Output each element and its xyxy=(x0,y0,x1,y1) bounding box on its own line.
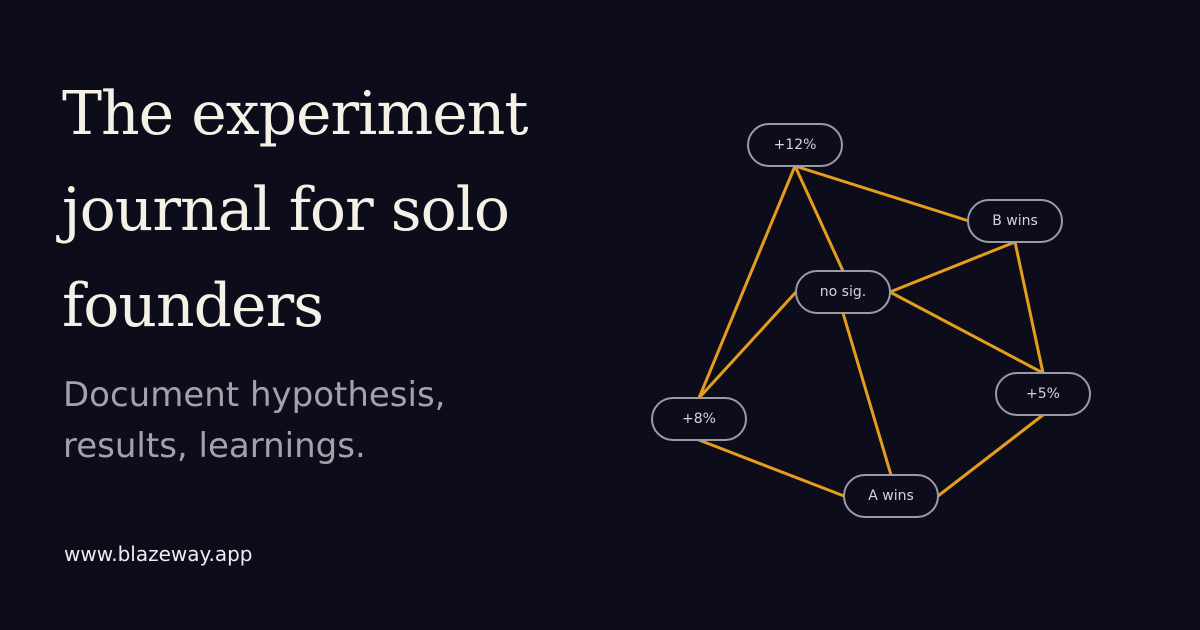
headline-line-3: founders xyxy=(62,271,324,341)
graph-node-awins: A wins xyxy=(843,474,939,518)
graph-node-bwins: B wins xyxy=(967,199,1063,243)
graph-edges xyxy=(697,164,1045,498)
graph-node-nosig: no sig. xyxy=(795,270,891,314)
subtitle: Document hypothesis, results, learnings. xyxy=(63,370,583,472)
headline-line-1: The experiment xyxy=(62,79,529,149)
graph-node-n12: +12% xyxy=(747,123,843,167)
graph-node-box xyxy=(795,270,891,314)
graph-node-box xyxy=(747,123,843,167)
graph-node-label: +12% xyxy=(774,137,817,153)
graph-edge-bwins-nosig xyxy=(888,240,1017,294)
graph-node-label: A wins xyxy=(868,488,914,504)
subtitle-line-1: Document hypothesis, xyxy=(63,375,446,415)
graph-node-n8: +8% xyxy=(651,397,747,441)
graph-node-box xyxy=(843,474,939,518)
graph-edge-n12-nosig xyxy=(793,164,845,273)
headline: The experiment journal for solo founders xyxy=(62,66,602,354)
graph-edge-bwins-n5 xyxy=(1013,240,1045,375)
graph-edge-n12-n8 xyxy=(697,164,797,400)
graph-node-label: no sig. xyxy=(820,284,866,300)
headline-line-2: journal for solo xyxy=(62,175,510,245)
graph-node-label: B wins xyxy=(992,213,1038,229)
graph-edge-n12-bwins xyxy=(793,164,971,223)
graph-edge-nosig-awins xyxy=(841,311,893,477)
graph-edge-awins-n5 xyxy=(936,413,1045,498)
graph-nodes: +12% B wins no sig. +5% +8% A wins xyxy=(651,123,1091,518)
graph-edge-nosig-n8 xyxy=(697,290,798,400)
graph-edge-n8-awins xyxy=(697,438,846,498)
graph-node-box xyxy=(967,199,1063,243)
graph-node-box xyxy=(651,397,747,441)
graph-node-n5: +5% xyxy=(995,372,1091,416)
graph-node-box xyxy=(995,372,1091,416)
graph-node-label: +5% xyxy=(1026,386,1060,402)
site-url: www.blazeway.app xyxy=(64,542,253,566)
graph-node-label: +8% xyxy=(682,411,716,427)
graph-edge-nosig-n5 xyxy=(888,290,1045,375)
subtitle-line-2: results, learnings. xyxy=(63,426,366,466)
